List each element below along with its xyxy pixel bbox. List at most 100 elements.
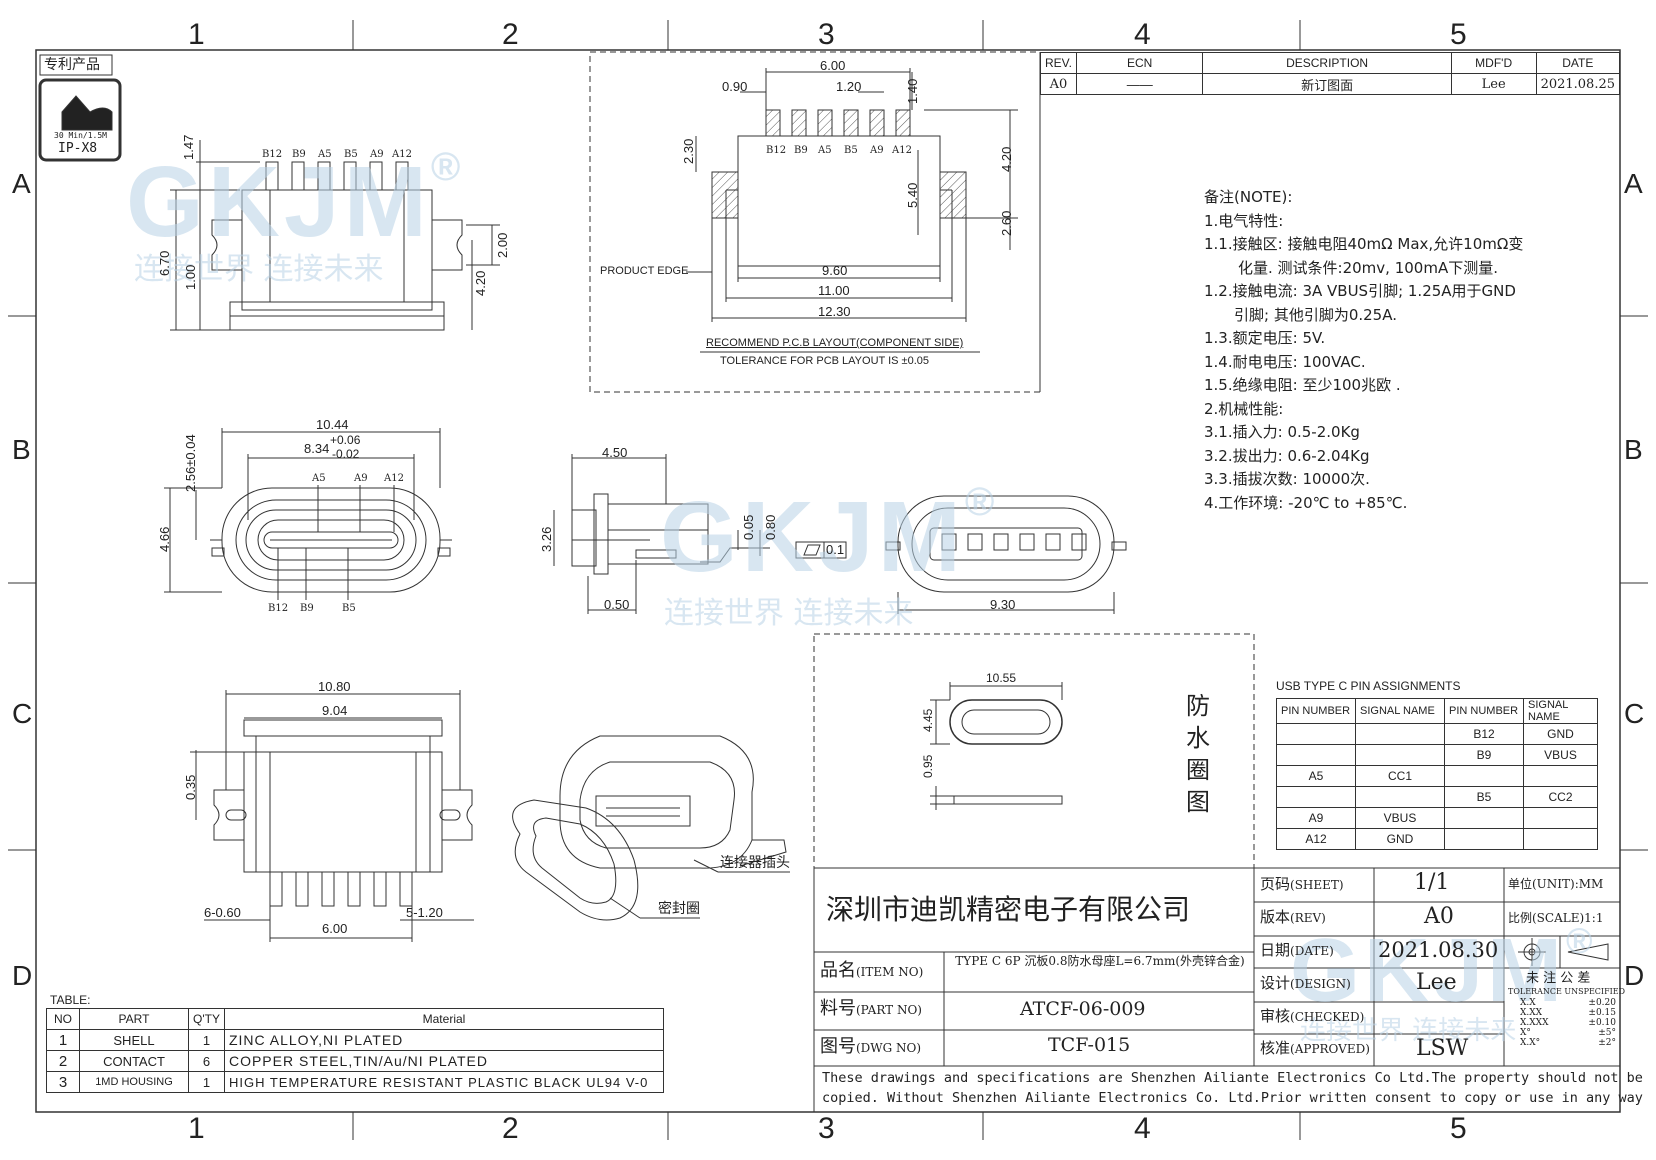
scale-value: 比例(SCALE)1:1	[1508, 911, 1604, 925]
cell: CC1	[1355, 765, 1445, 787]
cell: B5	[1444, 786, 1524, 808]
sheet-label-en: (SHEET)	[1290, 878, 1344, 892]
no-header: NO	[46, 1008, 80, 1030]
part-header: PART	[79, 1008, 189, 1030]
pcb-tolerance-note: TOLERANCE FOR PCB LAYOUT IS ±0.05	[720, 355, 929, 367]
dim-0-95: 0.95	[921, 754, 935, 778]
tol-val: ±0.20	[1588, 998, 1616, 1008]
note-line: 1.电气特性:	[1204, 211, 1284, 230]
revision-table: REV. ECN DESCRIPTION MDF'D DATE A0 —— 新订…	[1040, 52, 1621, 95]
cell: GND	[1523, 723, 1598, 745]
part-label-en: (PART NO)	[856, 1003, 922, 1017]
dim-0-35: 0.35	[183, 774, 198, 800]
sheet-label: 页码(SHEET)	[1260, 875, 1344, 893]
cell: 2	[46, 1050, 80, 1072]
dwg-label-en: (DWG NO)	[856, 1041, 922, 1055]
rev-label-en: (REV)	[1290, 911, 1326, 925]
pin-label: B5	[844, 145, 858, 156]
pin-label: A9	[870, 145, 884, 156]
dim-5-1-20: 5-1.20	[406, 905, 443, 920]
date-header: DATE	[1535, 52, 1621, 74]
cell: SHELL	[79, 1029, 189, 1051]
dim-6-70: 6.70	[157, 250, 172, 276]
pin-label: B12	[268, 603, 289, 614]
pin-label: B9	[300, 603, 314, 614]
seal-ring-label: 密封圈	[658, 901, 700, 917]
note-line: 1.1.接触区: 接触电阻40mΩ Max,允许10mΩ变	[1204, 235, 1524, 253]
watermark-registered-3: ®	[1566, 920, 1597, 961]
dim-9-04: 9.04	[322, 703, 348, 718]
cell: CONTACT	[79, 1050, 189, 1072]
dim-9-30: 9.30	[990, 597, 1016, 612]
sheet-value: 1/1	[1414, 870, 1450, 895]
row-d-left: D	[12, 960, 33, 991]
cell	[1355, 744, 1445, 766]
pin-label: A12	[392, 149, 412, 160]
tol-key: X.XXX	[1520, 1018, 1549, 1028]
tol-val: ±2°	[1598, 1038, 1616, 1048]
pin-label: A12	[384, 473, 404, 484]
date-value: 2021.08.30	[1378, 938, 1499, 962]
dim-0-90: 0.90	[722, 79, 748, 94]
dim-4-66: 4.66	[157, 526, 172, 552]
dim-3-26: 3.26	[539, 526, 554, 552]
dim-4-50: 4.50	[602, 445, 628, 460]
design-label-en: (DESIGN)	[1290, 977, 1351, 991]
dim-2-56: 2.56±0.04	[183, 434, 198, 492]
dim-6-00: 6.00	[322, 921, 348, 936]
tol-val: ±0.15	[1588, 1008, 1616, 1018]
col-2-bottom: 2	[502, 1112, 519, 1145]
pin-label: A5	[818, 145, 832, 156]
watermark-brand-3: GKJM®	[1290, 920, 1597, 1021]
cell: 1	[188, 1071, 225, 1093]
approved-value: LSW	[1416, 1036, 1469, 1061]
note-line: 备注(NOTE):	[1204, 188, 1293, 206]
tol-val: ±5°	[1598, 1028, 1616, 1038]
tolerance-row: X.X±0.20	[1520, 998, 1616, 1008]
tol-key: X°	[1520, 1028, 1531, 1038]
pin-label: B5	[342, 603, 356, 614]
dim-6-00: 6.00	[820, 58, 846, 73]
pin-table: PIN NUMBER SIGNAL NAME PIN NUMBER SIGNAL…	[1276, 698, 1598, 850]
watermark-slogan-1: 连接世界 连接未来	[134, 252, 384, 287]
note-line: 3.2.拔出力: 0.6-2.04Kg	[1204, 446, 1370, 465]
tolerance-subtitle: TOLERANCE UNSPECIFIED	[1508, 987, 1626, 996]
pin-label: A9	[354, 473, 368, 484]
note-line: 1.3.额定电压: 5V.	[1204, 329, 1326, 347]
design-value: Lee	[1416, 970, 1457, 995]
dim-12-30: 12.30	[818, 304, 851, 319]
dim-6-0-60: 6-0.60	[204, 905, 241, 920]
item-value: TYPE C 6P 沉板0.8防水母座L=6.7mm(外壳锌合金)	[955, 954, 1245, 968]
rev-value: A0	[1040, 73, 1077, 95]
note-line: 1.4.耐电电压: 100VAC.	[1204, 352, 1366, 371]
dim-0-05: 0.05	[741, 514, 756, 540]
disclaimer-line-1: These drawings and specifications are Sh…	[822, 1070, 1643, 1086]
date-label: 日期(DATE)	[1260, 941, 1334, 959]
seal-char: 水	[1186, 724, 1210, 752]
cell	[1276, 786, 1356, 808]
cell: HIGH TEMPERATURE RESISTANT PLASTIC BLACK…	[223, 1071, 665, 1093]
date-label-en: (DATE)	[1290, 944, 1334, 958]
tol-val: ±0.10	[1588, 1018, 1616, 1028]
pin-label: B5	[344, 149, 358, 160]
col-3-bottom: 3	[818, 1112, 835, 1145]
note-line: 2.机械性能:	[1204, 399, 1284, 418]
pin-label: B9	[292, 149, 306, 160]
pin-table-title: USB TYPE C PIN ASSIGNMENTS	[1276, 679, 1461, 693]
cell: 3	[46, 1071, 80, 1093]
seal-char: 防	[1186, 692, 1210, 720]
watermark-slogan-2: 连接世界 连接未来	[664, 596, 914, 631]
row-a-right: A	[1624, 168, 1643, 199]
row-b-right: B	[1624, 434, 1643, 465]
tol-upper: +0.06	[330, 433, 361, 447]
cell: 6	[188, 1050, 225, 1072]
signal-header: SIGNAL NAME	[1523, 698, 1598, 724]
dim-1-40: 1.40	[905, 78, 920, 104]
